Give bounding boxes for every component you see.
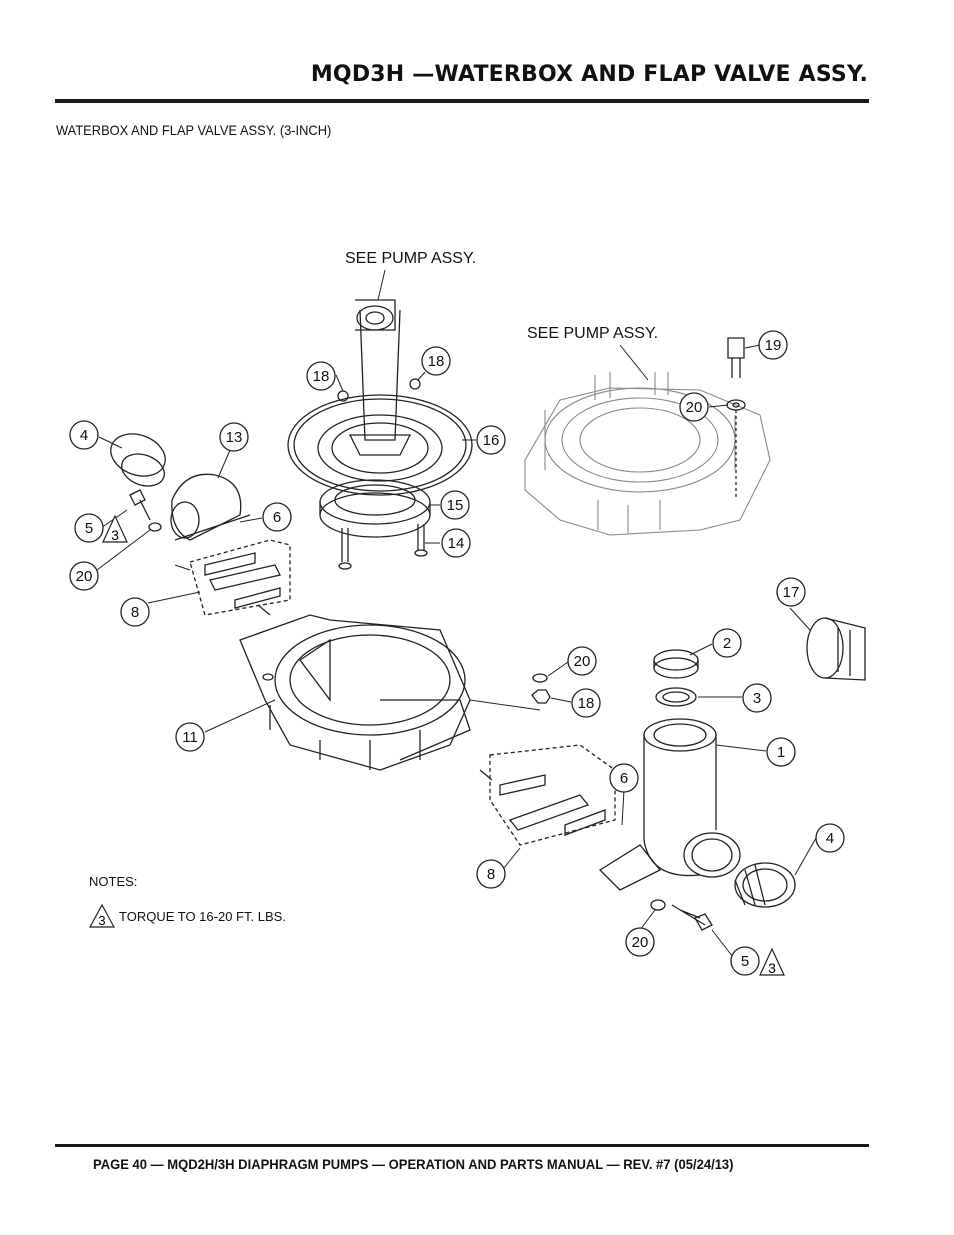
callout-19: 20 — [679, 392, 709, 422]
svg-text:18: 18 — [313, 368, 330, 385]
svg-text:5: 5 — [85, 520, 93, 537]
svg-text:3: 3 — [768, 960, 776, 976]
page-footer: PAGE 40 — MQD2H/3H DIAPHRAGM PUMPS — OPE… — [93, 1156, 734, 1172]
callout-20-middle: 20 — [567, 646, 597, 676]
lower-bolt — [650, 899, 713, 931]
discharge-elbow — [598, 718, 741, 891]
svg-text:3: 3 — [98, 913, 105, 928]
adapter-plate — [319, 479, 431, 538]
svg-text:13: 13 — [226, 429, 243, 446]
page-title: MQD3H —WATERBOX AND FLAP VALVE ASSY. — [310, 62, 868, 87]
discharge-nipple — [734, 862, 796, 908]
waterbox — [239, 614, 541, 771]
svg-text:20: 20 — [574, 653, 591, 670]
callout-4-upper: 4 — [69, 420, 99, 450]
svg-text:16: 16 — [483, 432, 500, 449]
svg-text:18: 18 — [428, 353, 445, 370]
callout-6-upper: 6 — [262, 502, 292, 532]
fill-plug — [653, 649, 699, 707]
callout-8-upper: 8 — [120, 597, 150, 627]
svg-text:18: 18 — [578, 695, 595, 712]
callout-12: 13 — [219, 422, 249, 452]
callout-17-right: 18 — [421, 346, 451, 376]
svg-text:17: 17 — [783, 584, 800, 601]
svg-text:6: 6 — [620, 770, 628, 787]
svg-text:3: 3 — [753, 690, 761, 707]
callout-3: 3 — [742, 683, 772, 713]
svg-text:20: 20 — [632, 934, 649, 951]
torque-flag-upper: 3 — [102, 514, 128, 543]
bolt-and-washer — [726, 337, 746, 500]
callout-13: 14 — [441, 528, 471, 558]
note-text: TORQUE TO 16-20 FT. LBS. — [119, 908, 286, 924]
note-torque: 3 TORQUE TO 16-20 FT. LBS. — [89, 904, 286, 928]
svg-text:3: 3 — [111, 527, 119, 543]
svg-text:4: 4 — [826, 830, 834, 847]
svg-text:20: 20 — [686, 399, 703, 416]
callout-5-lower: 5 — [730, 946, 760, 976]
callout-1: 1 — [766, 737, 796, 767]
footer-divider — [55, 1144, 869, 1147]
callout-15: 16 — [476, 425, 506, 455]
callout-16: 17 — [776, 577, 806, 607]
pump-body-ghost — [524, 372, 771, 536]
diaphragm-assembly — [287, 299, 473, 496]
callout-17-middle: 18 — [571, 688, 601, 718]
callout-20-upper: 2020 — [69, 561, 99, 591]
torque-flag-lower: 3 — [759, 947, 785, 976]
screws — [338, 524, 428, 570]
svg-text:2: 2 — [723, 635, 731, 652]
suction-elbow — [110, 433, 251, 541]
torque-flag-icon: 3 — [89, 904, 115, 928]
svg-text:14: 14 — [448, 535, 465, 552]
callout-set: 18 18 16 15 14 19 20 4 13 5 6 2020 8 11 … — [69, 330, 845, 976]
notes-heading: NOTES: — [89, 874, 138, 889]
nut-and-washer — [531, 673, 551, 704]
callout-11: 11 — [175, 722, 205, 752]
title-divider — [55, 99, 869, 103]
svg-text:11: 11 — [182, 729, 198, 746]
svg-text:20: 20 — [76, 568, 93, 585]
svg-text:4: 4 — [80, 427, 88, 444]
callout-6-lower: 6 — [609, 763, 639, 793]
upper-flap-valve — [189, 539, 291, 616]
callout-2: 2 — [712, 628, 742, 658]
callout-5-upper: 5 — [74, 513, 104, 543]
callout-17-left: 18 — [306, 361, 336, 391]
lower-flap-valve — [479, 744, 616, 846]
svg-text:15: 15 — [447, 497, 464, 514]
svg-text:1: 1 — [777, 744, 785, 761]
see-pump-assy-top: SEE PUMP ASSY. — [345, 250, 476, 267]
see-pump-assy-right: SEE PUMP ASSY. — [527, 325, 658, 342]
svg-text:8: 8 — [487, 866, 495, 883]
svg-text:5: 5 — [741, 953, 749, 970]
svg-text:6: 6 — [273, 509, 281, 526]
leader-lines — [96, 269, 817, 958]
figure-caption: WATERBOX AND FLAP VALVE ASSY. (3-INCH) — [56, 122, 332, 138]
callout-20-lower: 20 — [625, 927, 655, 957]
callout-18: 19 — [758, 330, 788, 360]
strainer — [806, 617, 866, 681]
callout-8-lower: 8 — [476, 859, 506, 889]
upper-bolt — [129, 489, 162, 532]
callout-14: 15 — [440, 490, 470, 520]
callout-4-lower: 4 — [815, 823, 845, 853]
svg-text:8: 8 — [131, 604, 139, 621]
svg-text:19: 19 — [765, 337, 782, 354]
